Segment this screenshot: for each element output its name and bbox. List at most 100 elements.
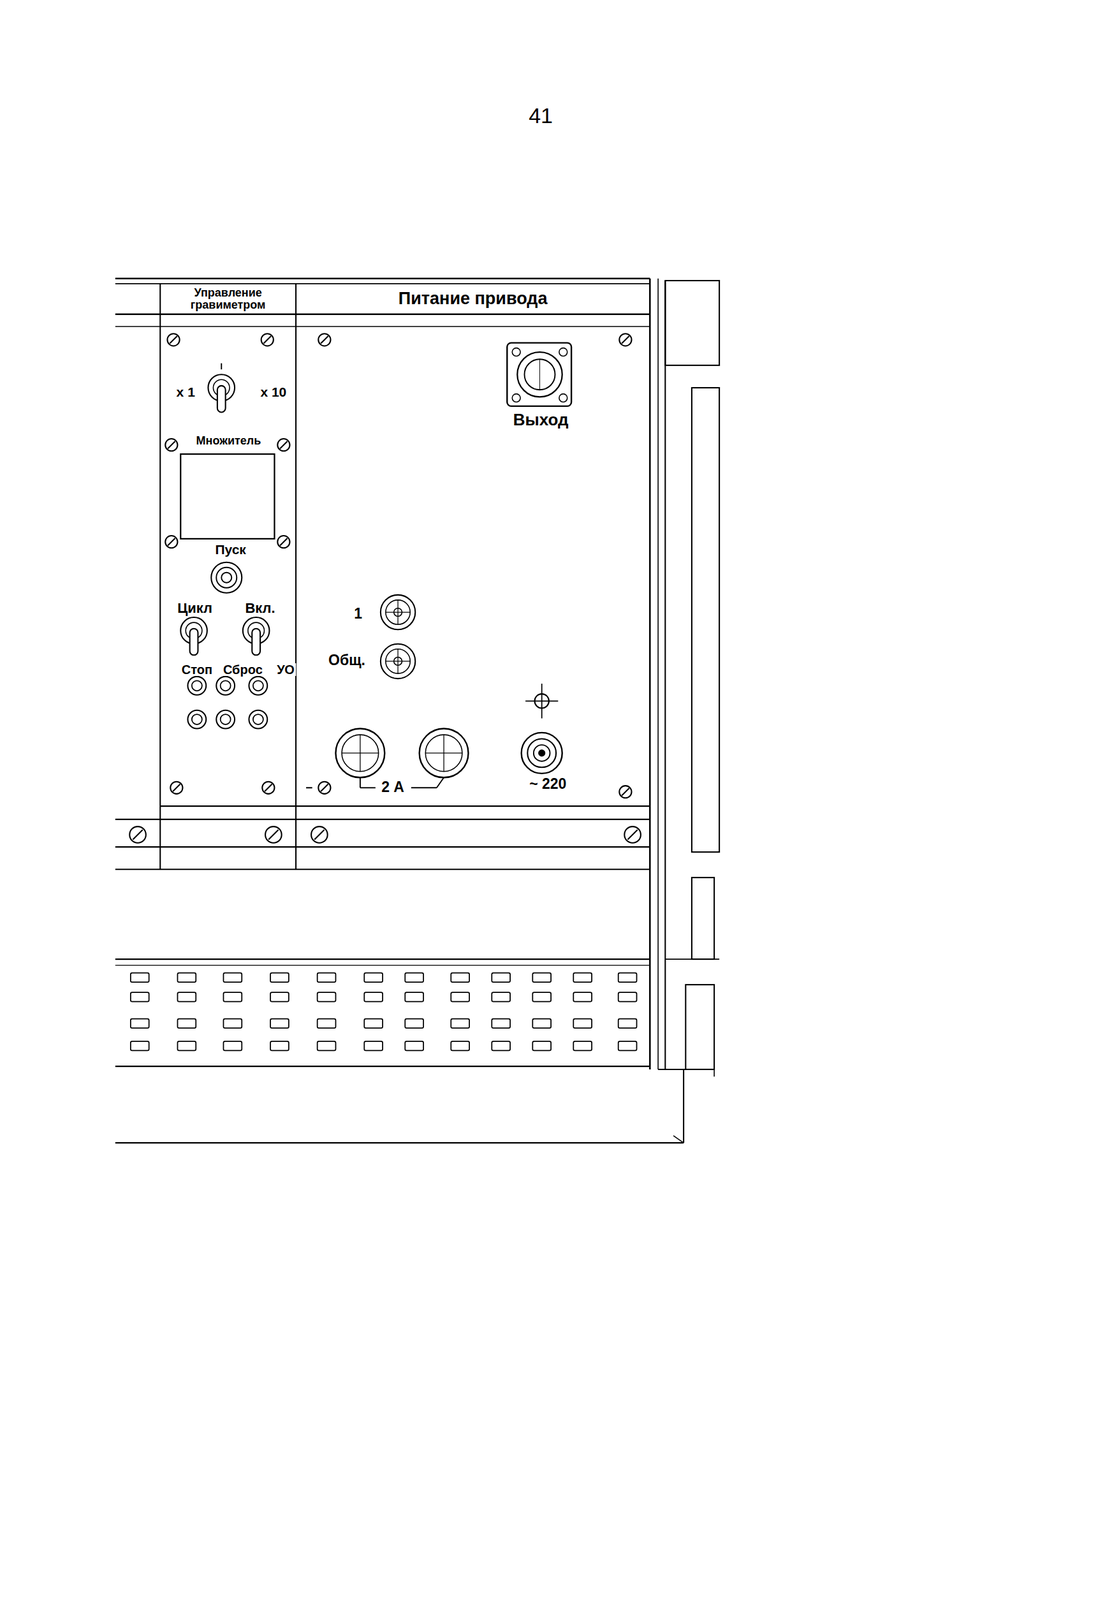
vent-slot [270,1041,289,1051]
terminal-label: 1 [352,605,364,621]
terminal-label: Общ. [327,652,367,668]
frame-line [160,805,650,807]
screw-slot [268,829,279,840]
side-bracket [685,984,715,1070]
frame-line [115,868,650,870]
vent-slot [317,973,337,982]
switch-label: Вкл. [243,601,277,616]
vent-slot [130,1041,150,1051]
vent-slot [223,992,242,1002]
connector-flange [506,343,572,407]
vent-slot [573,973,592,982]
small-button [253,714,264,725]
toggle-lever [217,385,226,413]
vent-slot [223,1018,242,1028]
vent-slot [130,973,150,982]
frame-line [115,846,650,848]
panel-heading: Питание привода [295,283,650,315]
button-label: Пуск [213,541,247,556]
frame-line [649,278,652,1070]
screw-head [165,535,178,548]
vent-slot [573,1018,592,1028]
side-bracket [691,387,720,852]
screw-slot [314,829,324,840]
frame-line [673,1135,684,1143]
flange-screw [512,394,521,403]
mains-socket [527,738,557,768]
push-button [216,567,237,588]
vent-slot [223,1041,242,1051]
frame-line [295,283,297,870]
screw-head [261,333,274,346]
screw-head [318,781,331,794]
frame-line [115,964,650,966]
screw-slot [621,788,630,796]
terminal-mark [397,649,398,674]
switch-label: x 10 [258,385,288,399]
screw-head [311,826,328,843]
small-button [187,710,206,729]
vent-slot [130,1018,150,1028]
terminal-post [380,643,416,679]
frame-line [159,283,161,870]
vent-slot [491,1041,511,1051]
push-button [221,572,232,583]
button-label: Сброс [221,663,264,676]
vent-slot [130,992,150,1002]
toggle-lever [251,628,261,656]
vent-slot [317,1041,337,1051]
side-bracket [665,280,720,366]
screw-head [619,333,632,346]
small-button [216,676,235,696]
button-label: УО [275,663,296,676]
screw-slot [264,784,273,792]
screw-head [624,826,641,843]
screw-head [619,785,632,798]
fuse-holder [341,734,379,772]
vent-slot [317,1018,337,1028]
output-connector [517,351,562,397]
vent-slot [618,1041,637,1051]
switch-label: Цикл [175,601,214,616]
vent-slot [450,992,470,1002]
vent-slot [573,1041,592,1051]
vent-slot [532,973,551,982]
vent-slot [270,1018,289,1028]
page-number: 41 [527,104,555,127]
small-button [253,680,264,691]
screw-slot [279,441,288,449]
frame-line [664,280,666,1070]
small-button [191,680,203,691]
vent-slot [364,973,383,982]
screw-slot [621,336,630,344]
vent-slot [223,973,242,982]
screw-head [170,781,183,794]
vent-slot [177,1018,196,1028]
fuse-holder [425,734,463,772]
frame-line [115,313,650,316]
terminal-post [385,600,410,625]
frame-line [115,283,650,285]
output-connector [524,358,555,390]
screw-head [277,535,290,548]
small-button [248,676,268,696]
flange-screw [559,348,568,357]
vent-slot [364,992,383,1002]
frame-line [115,958,650,960]
small-button [191,714,203,725]
display-window [180,453,275,539]
small-button [187,676,206,696]
vent-slot [491,992,511,1002]
bracket [436,777,444,788]
vent-slot [317,992,337,1002]
vent-slot [532,992,551,1002]
vent-slot [532,1018,551,1028]
tick-mark [220,363,222,370]
screw-slot [279,538,288,546]
screw-head [167,333,180,346]
connector-label: Выход [512,411,571,428]
terminal-post [380,594,416,630]
screw-head [318,333,331,346]
screw-slot [167,441,176,449]
